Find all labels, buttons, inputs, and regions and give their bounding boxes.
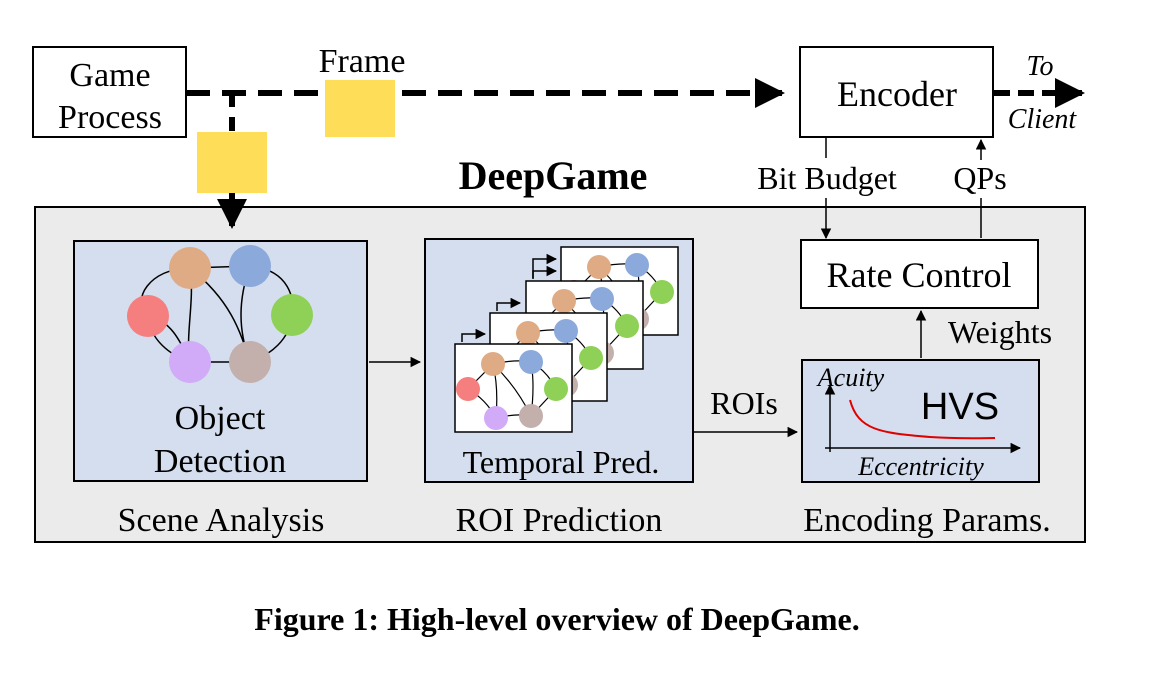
mini-frame <box>454 343 573 433</box>
eccentricity-label: Eccentricity <box>857 452 984 481</box>
system-title: DeepGame <box>459 153 648 198</box>
encoder-node: Encoder <box>799 46 994 138</box>
temporal-pred-module: Temporal Pred. <box>424 238 694 483</box>
game-process-label-2: Process <box>58 99 162 136</box>
mini-object-node-green <box>544 377 568 401</box>
object-detection-label-2: Detection <box>154 443 286 480</box>
mini-object-node-blue <box>519 350 543 374</box>
hvs-module: Acuity HVS Eccentricity <box>801 359 1040 483</box>
frame-icon-top <box>325 80 395 137</box>
rois-label: ROIs <box>710 385 778 421</box>
mini-object-node-orange <box>516 321 540 345</box>
mini-object-node-blue <box>590 287 614 311</box>
figure-caption: Figure 1: High-level overview of DeepGam… <box>254 601 859 637</box>
qps-label: QPs <box>953 160 1006 196</box>
mini-object-node-green <box>579 346 603 370</box>
object-detection-module: Object Detection <box>73 240 368 482</box>
mini-object-node-orange <box>552 289 576 313</box>
mini-object-node-green <box>650 280 674 304</box>
client-label: Client <box>1008 104 1078 135</box>
mini-object-node-blue <box>625 253 649 277</box>
scene-analysis-label: Scene Analysis <box>118 502 325 539</box>
weights-label: Weights <box>948 314 1052 350</box>
object-node-red <box>127 295 169 337</box>
mini-object-node-red <box>456 377 480 401</box>
object-node-green <box>271 294 313 336</box>
rate-control-node: Rate Control <box>800 239 1039 309</box>
frame-sequence-arrow <box>496 297 522 311</box>
hvs-curve <box>849 399 996 440</box>
to-label: To <box>1026 51 1053 82</box>
object-detection-label-1: Object <box>175 400 266 437</box>
roi-prediction-label: ROI Prediction <box>456 502 663 539</box>
mini-object-node-gray <box>519 404 543 428</box>
mini-frame-stack <box>454 246 679 433</box>
frame-sequence-arrow <box>461 328 487 342</box>
temporal-pred-label: Temporal Pred. <box>463 444 660 480</box>
acuity-label: Acuity <box>816 363 885 392</box>
frame-icon-left <box>197 132 267 193</box>
frame-label: Frame <box>319 43 406 80</box>
game-process-node: Game <box>32 46 187 138</box>
object-node-purple <box>169 341 211 383</box>
object-node-gray <box>229 341 271 383</box>
mini-object-node-green <box>615 314 639 338</box>
hvs-label: HVS <box>921 386 999 428</box>
mini-object-node-orange <box>481 352 505 376</box>
object-node-orange <box>169 247 211 289</box>
object-node-blue <box>229 245 271 287</box>
game-process-label-1: Game <box>69 57 150 94</box>
frame-sequence-arrow <box>532 253 558 278</box>
encoding-params-label: Encoding Params. <box>803 502 1050 539</box>
rate-control-label: Rate Control <box>827 255 1012 295</box>
mini-object-node-blue <box>554 319 578 343</box>
bit-budget-label: Bit Budget <box>757 160 897 196</box>
encoder-label: Encoder <box>837 74 957 114</box>
mini-object-node-orange <box>587 255 611 279</box>
mini-object-node-purple <box>484 406 508 430</box>
